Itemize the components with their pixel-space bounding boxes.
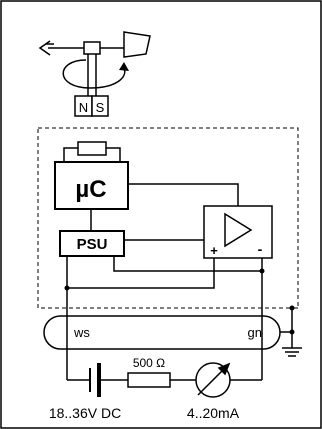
power-supply-box (59, 230, 125, 257)
junction-dot (259, 268, 265, 274)
resistor-label: 500 Ω (133, 356, 165, 370)
supply-voltage-label: 18..36V DC (49, 405, 121, 421)
magnet-north-label: N (79, 100, 88, 115)
ground-icon (280, 308, 302, 357)
current-range-label: 4..20mA (187, 405, 240, 421)
magnet (74, 95, 109, 117)
internal-wiring (66, 183, 263, 380)
magnet-south-label: S (96, 100, 105, 115)
wire-label-gn: gn (248, 325, 262, 340)
amp-plus-label: + (210, 243, 218, 258)
junction-dot (289, 329, 295, 335)
amp-minus-label: - (258, 241, 263, 257)
battery-icon (89, 363, 101, 397)
amplifier-box (203, 205, 273, 259)
resistor-icon (127, 372, 171, 388)
amplifier-triangle (224, 212, 253, 248)
junction-dot (289, 305, 295, 311)
microcontroller-label: µC (75, 176, 106, 203)
power-supply-label: PSU (77, 236, 108, 253)
rotation-arrow-icon (62, 59, 129, 89)
hall-sensor (63, 141, 121, 162)
microcontroller-box (54, 161, 129, 210)
junction-dot (64, 285, 70, 291)
wire-label-ws: ws (73, 325, 90, 340)
ammeter-icon (195, 362, 231, 398)
electronics-housing (37, 127, 299, 309)
anemometer-vane-icon (38, 31, 151, 96)
